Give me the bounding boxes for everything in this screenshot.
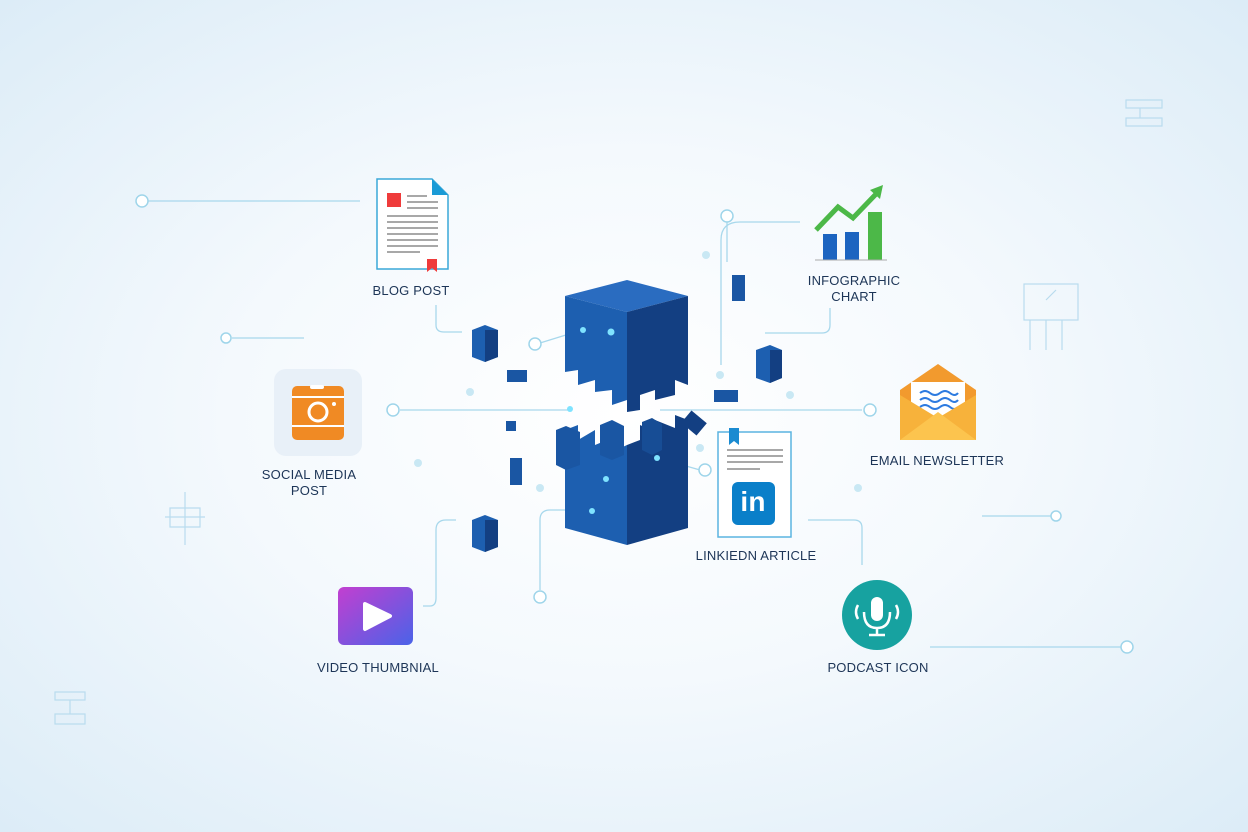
video-play-icon — [338, 587, 413, 645]
camera-icon — [274, 369, 362, 456]
label-video-thumbnail: VIDEO THUMBNIAL — [317, 660, 439, 675]
connector-nodes — [135, 194, 1134, 654]
label-social-line1: SOCIAL MEDIA — [261, 467, 357, 482]
label-email-newsletter: EMAIL NEWSLETTER — [869, 453, 1005, 468]
infographic-chart-icon — [814, 185, 887, 261]
linkedin-article-icon — [717, 428, 792, 538]
label-podcast: PODCAST ICON — [827, 660, 929, 675]
central-cube — [556, 280, 688, 545]
label-social-media: SOCIAL MEDIA POST — [262, 467, 356, 499]
linkedin-logo-text: in — [740, 486, 766, 517]
email-newsletter-icon — [900, 364, 976, 440]
podcast-microphone-icon — [842, 580, 912, 650]
blog-post-icon — [376, 178, 449, 272]
label-infographic: INFOGRAPHIC CHART — [808, 273, 900, 305]
label-infographic-line1: INFOGRAPHIC — [807, 273, 901, 288]
label-linkedin-article: LINKIEDN ARTICLE — [695, 548, 817, 563]
label-social-line2: POST — [290, 483, 328, 498]
floating-blocks — [472, 275, 782, 552]
label-blog-post: BLOG POST — [372, 283, 450, 298]
label-infographic-line2: CHART — [831, 289, 877, 304]
circuit-decoration — [54, 99, 1163, 725]
